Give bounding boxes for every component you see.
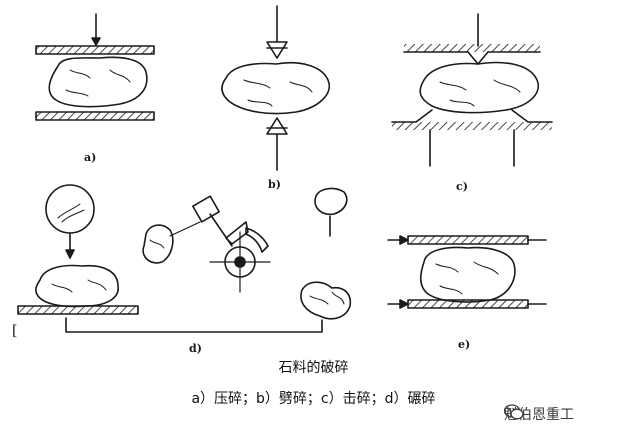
connector-line-d	[65, 317, 323, 333]
label-e: e)	[458, 338, 471, 351]
ball-shading-d	[57, 203, 85, 223]
stone-c-texture	[439, 79, 521, 107]
base-c	[392, 122, 552, 130]
plate-top-e	[407, 235, 529, 245]
wedge-bottom-b	[266, 117, 288, 135]
base-left-c	[391, 109, 433, 123]
stone-a	[48, 56, 148, 108]
fragment-d-top	[314, 187, 348, 216]
caption-title: 石料的破碎	[278, 360, 349, 376]
diagram-c-impact	[391, 13, 553, 167]
diagram-b-splitting	[221, 5, 331, 171]
label-a: a)	[84, 151, 97, 164]
hammer-block-d	[192, 195, 220, 223]
stone-a-texture	[65, 69, 131, 97]
stone-e	[419, 246, 516, 303]
diagram-d-mechanism	[17, 184, 352, 333]
wedge-top-b	[266, 41, 288, 59]
falling-ball-d	[45, 184, 95, 234]
stone-c	[419, 61, 539, 114]
arrowhead-a-top	[91, 37, 101, 46]
caption-legend: a）压碎；b）劈碎；c）击碎；d）碾碎	[191, 391, 436, 407]
diagram-e-crushing	[387, 235, 547, 309]
stone-b-texture	[243, 79, 313, 107]
stone-d-right	[300, 281, 352, 320]
hammer-arm-d	[209, 213, 233, 247]
watermark: 魁伯恩重工	[504, 404, 574, 424]
hammer-tip-c	[467, 51, 489, 65]
stone-d-left	[35, 264, 119, 308]
diagram-a-crushing	[35, 13, 155, 121]
arrowhead-d	[65, 249, 75, 259]
label-d: d)	[189, 342, 202, 355]
plate-bottom-e	[407, 299, 529, 309]
label-c: c)	[456, 180, 468, 193]
bracket-mark: [	[12, 323, 18, 339]
rotor-blade-d	[245, 227, 269, 253]
base-d	[17, 305, 139, 315]
hammer-surface-c	[404, 44, 540, 52]
wechat-icon	[504, 404, 524, 420]
label-b: b)	[268, 178, 281, 191]
stone-b	[221, 62, 331, 115]
stone-d-left-texture	[51, 279, 107, 293]
base-right-c	[511, 109, 553, 123]
plate-top-a	[35, 45, 155, 55]
fragment-d-left	[142, 224, 174, 264]
plate-bottom-a	[35, 111, 155, 121]
